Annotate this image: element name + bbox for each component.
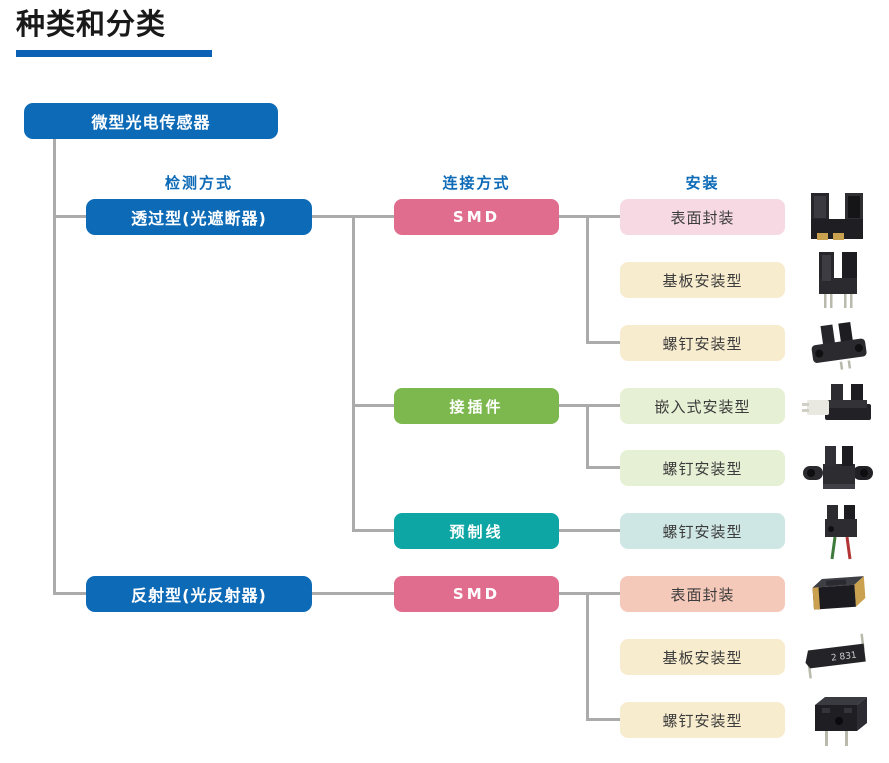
line-to-screw-mount-2	[586, 466, 620, 469]
line-smd1-to-surface-mount	[559, 215, 620, 218]
product-image-connector-sensor-embedded-mount	[794, 376, 880, 436]
title-underline-bar	[16, 50, 212, 57]
mount-node-label: 表面封装	[670, 208, 735, 227]
product-image-slot-sensor-screw-mount	[794, 313, 880, 373]
column-header-connection-method: 连接方式	[442, 173, 511, 192]
connection-node-connector: 接插件	[394, 388, 559, 424]
root-node-label: 微型光电传感器	[91, 113, 211, 132]
mount-node-screw-mount-3: 螺钉安装型	[620, 513, 785, 549]
through-beam-branch-vertical-line	[352, 215, 355, 532]
connection-node-label: SMD	[452, 208, 501, 226]
mount-node-board-mount-2: 基板安装型	[620, 639, 785, 675]
product-image-prewired-sensor-screw-mount	[794, 501, 880, 561]
page-title: 种类和分类	[16, 7, 167, 41]
detection-node-through-beam: 透过型(光遮断器)	[86, 199, 312, 235]
line-reflective-to-smd	[312, 592, 394, 595]
product-image-slot-sensor-surface-mount	[794, 187, 880, 247]
column-header-detection-method: 检测方式	[164, 173, 233, 192]
root-vertical-line	[53, 139, 56, 595]
product-image-connector-sensor-screw-mount	[794, 438, 880, 498]
svg-text:2 831: 2 831	[831, 651, 858, 664]
detection-node-label: 反射型(光反射器)	[131, 586, 267, 605]
product-image-reflective-sensor-surface-mount	[794, 564, 880, 624]
mount-node-label: 螺钉安装型	[662, 522, 743, 541]
line-prewired-to-screw-mount	[559, 529, 620, 532]
mount-node-surface-mount-1: 表面封装	[620, 199, 785, 235]
root-node-micro-photoelectric-sensor: 微型光电传感器	[24, 103, 278, 139]
detection-node-reflective: 反射型(光反射器)	[86, 576, 312, 612]
mount-node-screw-mount-2: 螺钉安装型	[620, 450, 785, 486]
product-image-reflective-sensor-board-mount: 2 831	[794, 627, 880, 687]
line-connector-to-embedded	[559, 404, 620, 407]
line-to-through-beam	[53, 215, 86, 218]
line-smd2-to-surface-mount	[559, 592, 620, 595]
mount-node-label: 基板安装型	[662, 271, 743, 290]
smd2-branch-vertical-line	[586, 592, 589, 721]
line-to-prewired	[352, 529, 394, 532]
connector-branch-vertical-line	[586, 404, 589, 469]
detection-node-label: 透过型(光遮断器)	[131, 209, 267, 228]
mount-node-screw-mount-1: 螺钉安装型	[620, 325, 785, 361]
column-header-mounting: 安装	[685, 173, 720, 192]
line-to-connector-type	[352, 404, 394, 407]
line-to-reflective	[53, 592, 86, 595]
product-image-slot-sensor-board-mount	[794, 250, 880, 310]
smd1-branch-vertical-line	[586, 215, 589, 344]
mount-node-surface-mount-2: 表面封装	[620, 576, 785, 612]
mount-node-label: 表面封装	[670, 585, 735, 604]
connection-node-prewired: 预制线	[394, 513, 559, 549]
mount-node-label: 螺钉安装型	[662, 711, 743, 730]
mount-node-screw-mount-4: 螺钉安装型	[620, 702, 785, 738]
connection-node-smd-1: SMD	[394, 199, 559, 235]
connection-node-label: 预制线	[449, 522, 504, 541]
line-to-screw-mount-1	[586, 341, 620, 344]
mount-node-label: 嵌入式安装型	[654, 397, 751, 416]
mount-node-label: 螺钉安装型	[662, 459, 743, 478]
line-to-screw-mount-3	[586, 718, 620, 721]
mount-node-embedded-mount: 嵌入式安装型	[620, 388, 785, 424]
mount-node-label: 基板安装型	[662, 648, 743, 667]
product-image-reflective-sensor-screw-mount	[794, 690, 880, 750]
mount-node-label: 螺钉安装型	[662, 334, 743, 353]
mount-node-board-mount-1: 基板安装型	[620, 262, 785, 298]
connection-node-label: SMD	[452, 585, 501, 603]
connection-node-label: 接插件	[449, 397, 504, 416]
connection-node-smd-2: SMD	[394, 576, 559, 612]
